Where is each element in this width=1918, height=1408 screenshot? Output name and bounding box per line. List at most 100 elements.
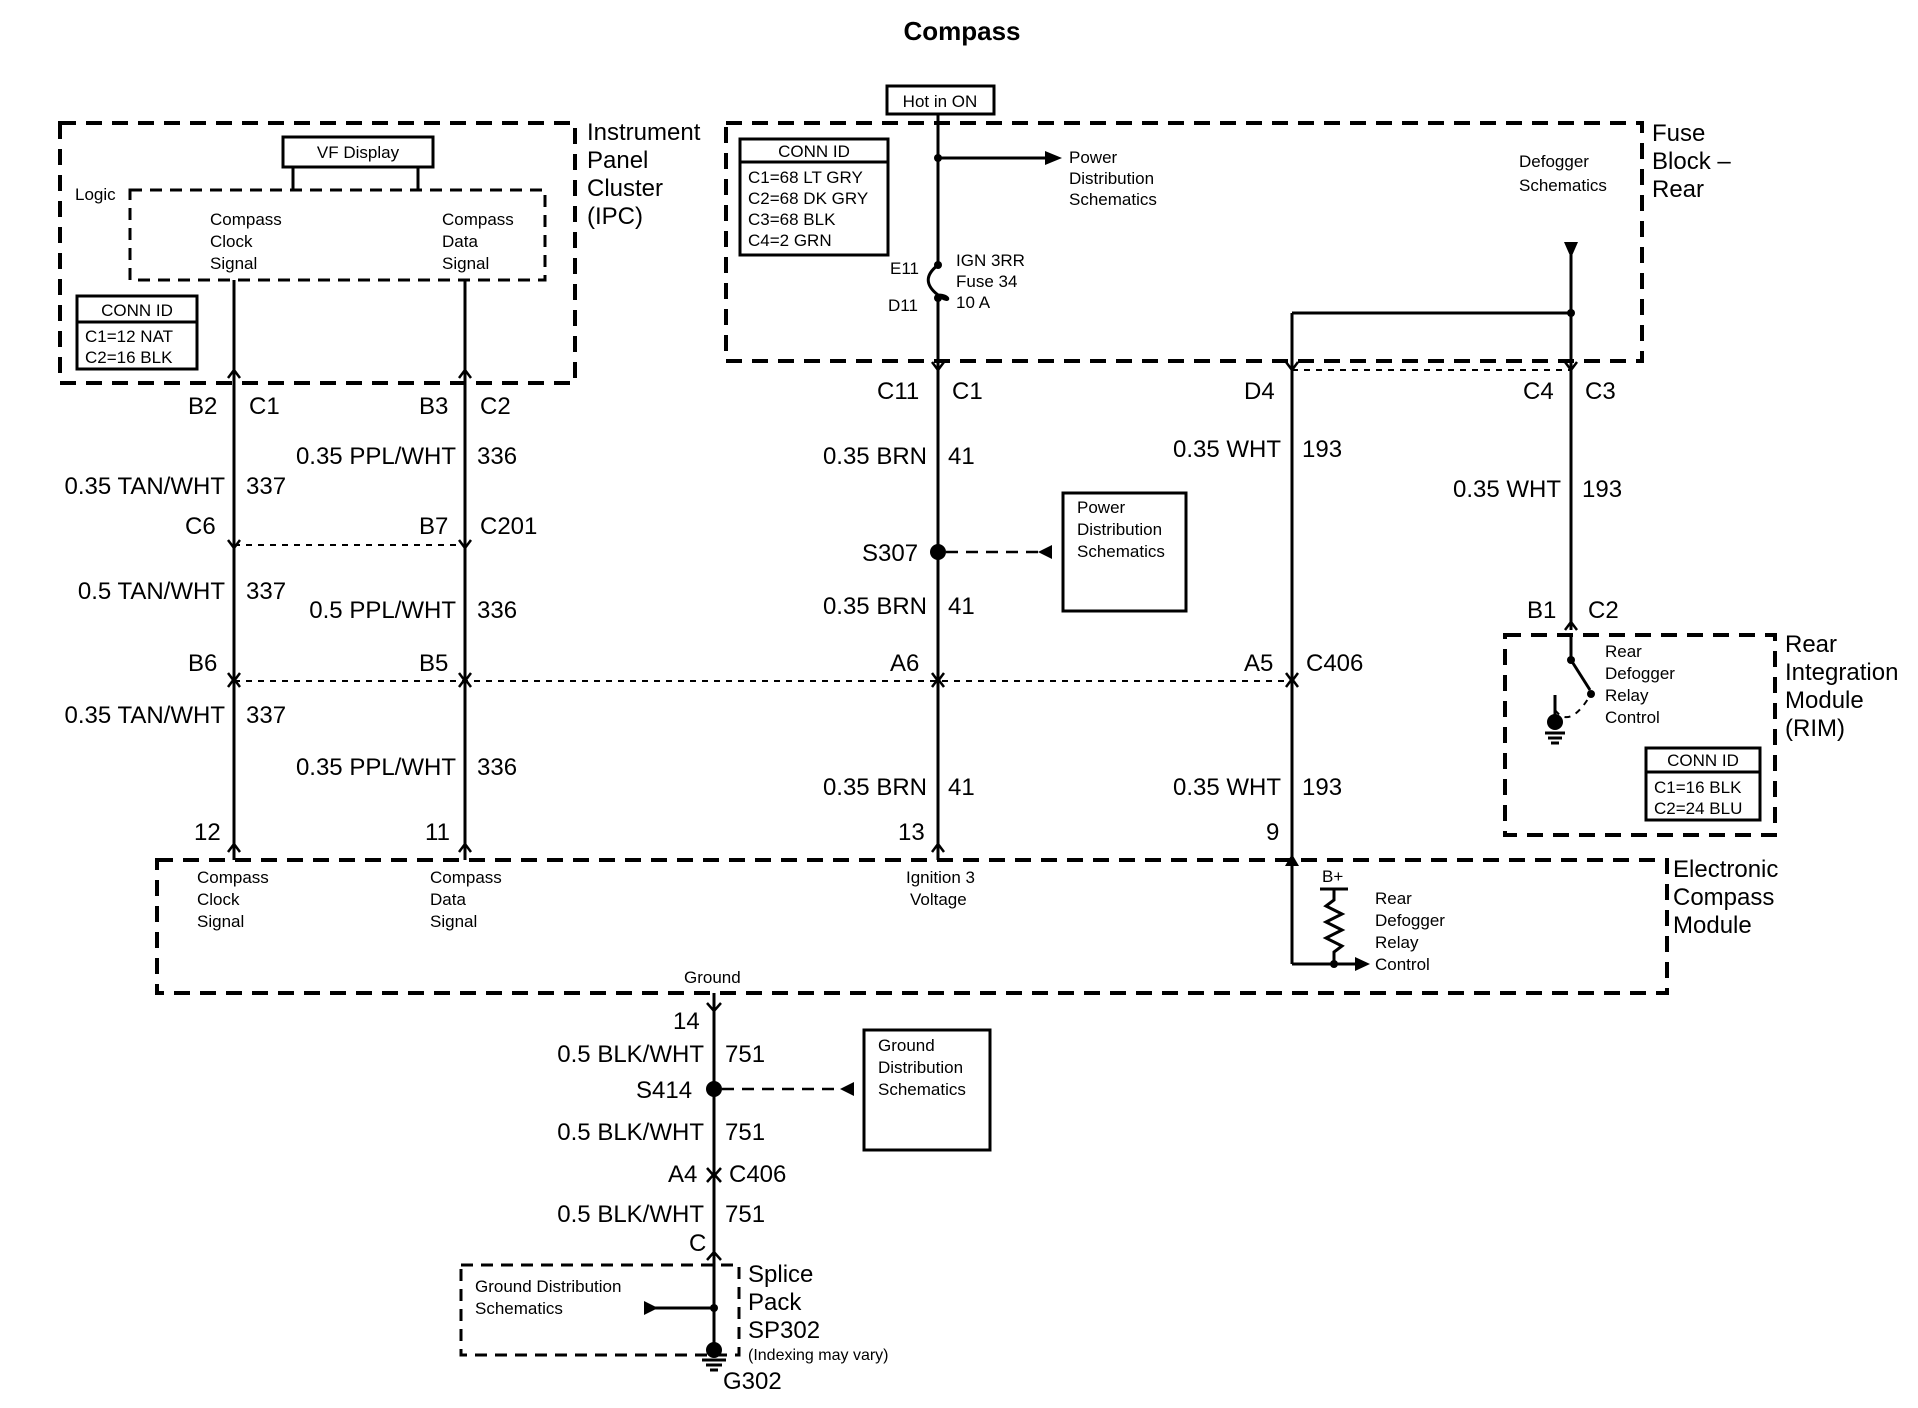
ground-g302: G302 [723, 1368, 782, 1395]
svg-text:Clock: Clock [210, 232, 253, 251]
svg-text:Defogger: Defogger [1375, 911, 1445, 930]
svg-text:41: 41 [948, 443, 975, 470]
splice-pack-gnd-dist-label: Ground Distribution Schematics [475, 1277, 621, 1318]
ecm-relay-label: Rear Defogger Relay Control [1375, 889, 1445, 974]
svg-text:0.35 WHT: 0.35 WHT [1173, 436, 1281, 463]
wire-337-bot: 0.35 TAN/WHT 337 [65, 702, 287, 729]
pin-12: 12 [194, 819, 221, 846]
svg-text:Rear: Rear [1785, 631, 1837, 658]
svg-text:Control: Control [1375, 955, 1430, 974]
splice-s307: S307 [862, 540, 918, 567]
svg-text:Voltage: Voltage [910, 890, 967, 909]
svg-text:Relay: Relay [1605, 686, 1649, 705]
svg-text:41: 41 [948, 774, 975, 801]
svg-text:0.35 WHT: 0.35 WHT [1173, 774, 1281, 801]
svg-text:SP302: SP302 [748, 1317, 820, 1344]
splice-s414-dot [706, 1081, 722, 1097]
svg-text:Relay: Relay [1375, 933, 1419, 952]
pin-a6: A6 [890, 650, 919, 677]
power-distribution-box [1061, 491, 1188, 613]
svg-text:Rear: Rear [1605, 642, 1642, 661]
svg-text:Signal: Signal [430, 912, 477, 931]
svg-text:Data: Data [442, 232, 478, 251]
ecm-relay-circuit [1290, 866, 1370, 971]
svg-text:193: 193 [1302, 774, 1342, 801]
svg-text:Defogger: Defogger [1605, 664, 1675, 683]
svg-text:751: 751 [725, 1201, 765, 1228]
svg-text:336: 336 [477, 597, 517, 624]
svg-text:Signal: Signal [442, 254, 489, 273]
svg-text:0.5 BLK/WHT: 0.5 BLK/WHT [557, 1119, 704, 1146]
svg-text:751: 751 [725, 1041, 765, 1068]
power-distribution-box-label: Power Distribution Schematics [1077, 498, 1165, 561]
pin-b1: B1 [1527, 597, 1556, 624]
wire-336-top: 0.35 PPL/WHT 336 [296, 443, 517, 470]
svg-text:C1=68 LT GRY: C1=68 LT GRY [748, 168, 863, 187]
svg-text:Rear: Rear [1375, 889, 1412, 908]
pin-c2-ipc: C2 [480, 393, 511, 420]
svg-text:Distribution: Distribution [1069, 169, 1154, 188]
pin-c: C [689, 1230, 706, 1257]
svg-text:337: 337 [246, 578, 286, 605]
wire-336-mid: 0.5 PPL/WHT 336 [309, 597, 517, 624]
svg-text:Compass: Compass [210, 210, 282, 229]
svg-text:0.35 BRN: 0.35 BRN [823, 774, 927, 801]
svg-text:193: 193 [1302, 436, 1342, 463]
svg-text:Defogger: Defogger [1519, 152, 1589, 171]
ground-distribution-box-label: Ground Distribution Schematics [878, 1036, 966, 1099]
svg-text:Power: Power [1069, 148, 1118, 167]
ecm-clock-signal-label: Compass Clock Signal [197, 868, 269, 931]
svg-text:336: 336 [477, 754, 517, 781]
ipc-clock-signal-label: Compass Clock Signal [210, 210, 282, 273]
svg-text:Schematics: Schematics [475, 1299, 563, 1318]
wire-193-top: 0.35 WHT 193 [1173, 436, 1342, 463]
rim-module-box [1503, 633, 1777, 837]
ecm-ground-label: Ground [684, 968, 741, 987]
svg-text:Control: Control [1605, 708, 1660, 727]
pin-c4: C4 [1523, 378, 1554, 405]
splice-pack-note: (Indexing may vary) [748, 1347, 889, 1364]
svg-text:Ground: Ground [878, 1036, 935, 1055]
svg-text:(RIM): (RIM) [1785, 715, 1845, 742]
pin-14: 14 [673, 1008, 700, 1035]
wire-337-top: 0.35 TAN/WHT 337 [65, 473, 287, 500]
svg-text:Data: Data [430, 890, 466, 909]
svg-text:CONN ID: CONN ID [1667, 751, 1739, 770]
svg-text:Block –: Block – [1652, 148, 1731, 175]
ipc-module-name: Instrument Panel Cluster (IPC) [587, 119, 701, 230]
svg-text:0.5 PPL/WHT: 0.5 PPL/WHT [309, 597, 456, 624]
fuse-block-name: Fuse Block – Rear [1652, 120, 1731, 203]
pin-b3: B3 [419, 393, 448, 420]
svg-text:C2=16 BLK: C2=16 BLK [85, 348, 173, 367]
svg-text:Power: Power [1077, 498, 1126, 517]
fuse-pin-d11: D11 [888, 296, 918, 315]
svg-text:Panel: Panel [587, 147, 648, 174]
splice-s414: S414 [636, 1077, 692, 1104]
pin-c6: C6 [185, 513, 216, 540]
pin-b2: B2 [188, 393, 217, 420]
svg-text:Rear: Rear [1652, 176, 1704, 203]
svg-text:Distribution: Distribution [878, 1058, 963, 1077]
svg-text:Schematics: Schematics [1069, 190, 1157, 209]
ecm-ignition-label: Ignition 3 Voltage [906, 868, 975, 909]
svg-text:C4=2 GRN: C4=2 GRN [748, 231, 832, 250]
splice-pack-box [459, 1263, 741, 1357]
pin-a5: A5 [1244, 650, 1273, 677]
svg-text:C2=24 BLU: C2=24 BLU [1654, 799, 1742, 818]
fuse-block-box [724, 121, 1644, 363]
pin-9: 9 [1266, 819, 1279, 846]
svg-text:0.35 TAN/WHT: 0.35 TAN/WHT [65, 702, 226, 729]
svg-text:Compass: Compass [1673, 884, 1774, 911]
pin-c11: C11 [877, 378, 919, 405]
pin-11: 11 [425, 819, 450, 846]
hot-in-on-box [885, 84, 996, 116]
svg-text:0.35 TAN/WHT: 0.35 TAN/WHT [65, 473, 226, 500]
pin-c2-rim: C2 [1588, 597, 1619, 624]
svg-text:Module: Module [1785, 687, 1864, 714]
svg-text:Instrument: Instrument [587, 119, 701, 146]
pin-a4: A4 [668, 1161, 697, 1188]
pin-c1-ipc: C1 [249, 393, 280, 420]
ipc-conn-id-table: CONN ID C1=12 NAT C2=16 BLK [75, 294, 199, 371]
ecm-module-name: Electronic Compass Module [1673, 856, 1778, 939]
svg-text:0.35 PPL/WHT: 0.35 PPL/WHT [296, 754, 456, 781]
